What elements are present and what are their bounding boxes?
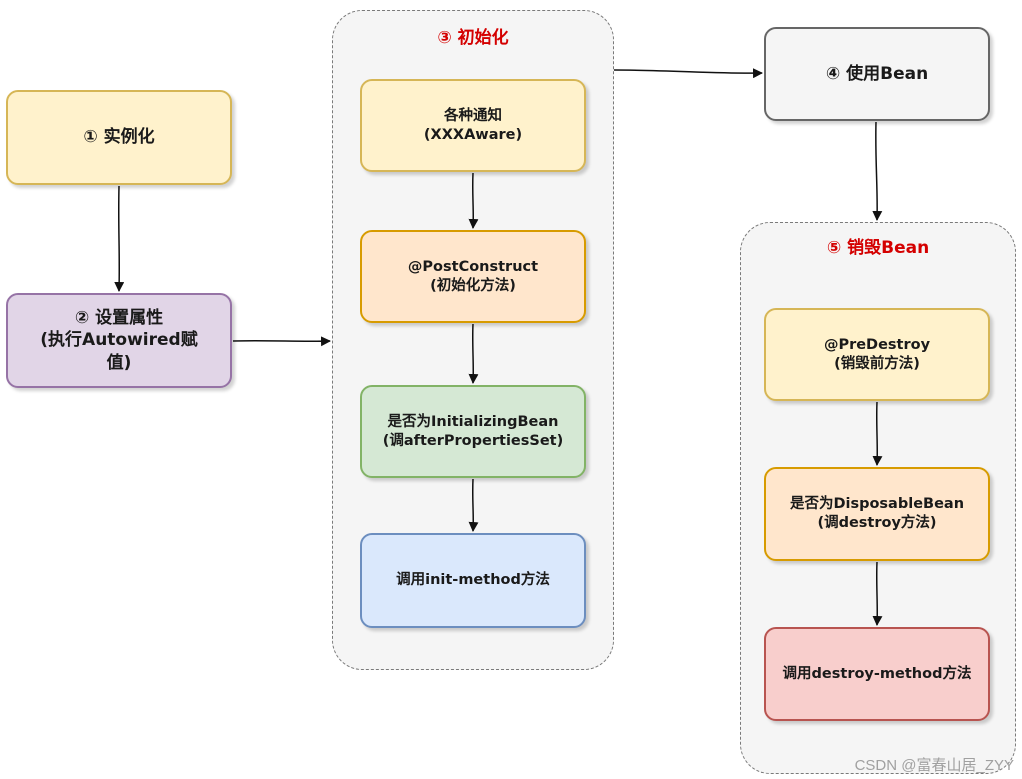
node-initializing-bean[interactable]: 是否为InitializingBean (调afterPropertiesSet… xyxy=(360,385,586,478)
node-post-construct-label: @PostConstruct (初始化方法) xyxy=(407,258,539,294)
node-set-properties-label: ② 设置属性 (执行Autowired赋 值) xyxy=(40,308,198,373)
edge-disposable-to-destroy-method xyxy=(872,561,883,626)
node-set-properties[interactable]: ② 设置属性 (执行Autowired赋 值) xyxy=(6,293,232,388)
node-use-bean-label: ④ 使用Bean xyxy=(825,63,929,84)
node-instantiate-label: ① 实例化 xyxy=(83,127,155,148)
node-init-method-label: 调用init-method方法 xyxy=(396,572,550,589)
edge-initializing-to-init-method xyxy=(468,478,479,532)
node-pre-destroy[interactable]: @PreDestroy (销毁前方法) xyxy=(764,308,990,401)
group-destroy-title: ⑤ 销毁Bean xyxy=(826,238,930,258)
node-init-method[interactable]: 调用init-method方法 xyxy=(360,533,586,628)
edge-aware-to-post-construct xyxy=(468,172,479,229)
watermark: CSDN @富春山居_ZYY xyxy=(854,757,1014,774)
node-disposable-bean[interactable]: 是否为DisposableBean (调destroy方法) xyxy=(764,467,990,561)
edge-post-construct-to-initializing xyxy=(468,323,479,384)
node-aware-label: 各种通知 (XXXAware) xyxy=(423,107,523,143)
edge-set-properties-to-init xyxy=(232,336,331,347)
node-use-bean[interactable]: ④ 使用Bean xyxy=(764,27,990,121)
node-destroy-method[interactable]: 调用destroy-method方法 xyxy=(764,627,990,721)
node-post-construct[interactable]: @PostConstruct (初始化方法) xyxy=(360,230,586,323)
node-disposable-bean-label: 是否为DisposableBean (调destroy方法) xyxy=(789,496,965,531)
edge-use-bean-to-destroy xyxy=(872,121,883,221)
edge-pre-destroy-to-disposable xyxy=(872,401,883,466)
group-initialization-title: ③ 初始化 xyxy=(437,28,509,48)
node-initializing-bean-label: 是否为InitializingBean (调afterPropertiesSet… xyxy=(382,413,564,449)
node-instantiate[interactable]: ① 实例化 xyxy=(6,90,232,185)
node-pre-destroy-label: @PreDestroy (销毁前方法) xyxy=(823,336,931,372)
node-aware[interactable]: 各种通知 (XXXAware) xyxy=(360,79,586,172)
edge-instantiate-to-set-properties xyxy=(114,185,125,292)
edge-init-to-use-bean xyxy=(613,68,763,79)
node-destroy-method-label: 调用destroy-method方法 xyxy=(782,665,972,682)
